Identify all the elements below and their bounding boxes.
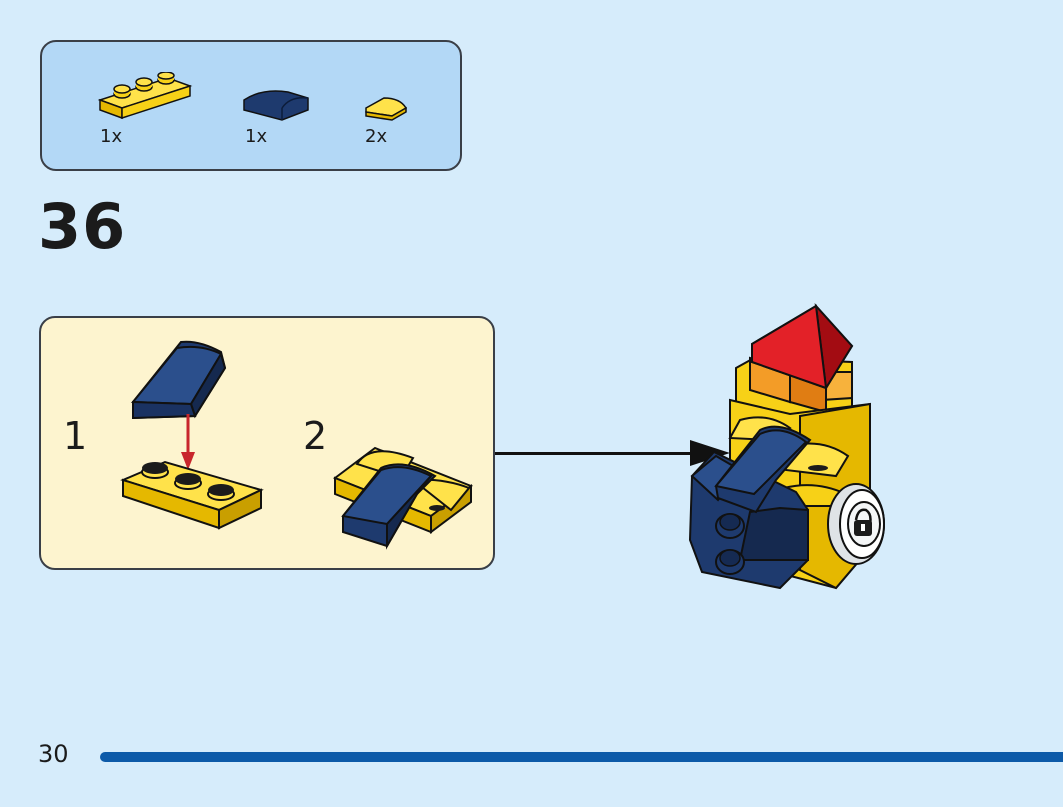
substep-2-illustration <box>41 318 497 576</box>
parts-list-box: 1x 1x 2x <box>40 40 462 171</box>
substep-number: 1 <box>63 414 88 458</box>
progress-bar <box>100 752 1063 762</box>
part-quantity: 1x <box>100 126 123 147</box>
callout-line <box>495 452 695 455</box>
yellow-quarter-round-tile-icon <box>362 94 410 122</box>
part-quantity: 2x <box>365 126 388 147</box>
step-number: 36 <box>38 190 127 263</box>
yellow-plate-1x3-icon <box>98 72 194 120</box>
progress-bar-fill <box>100 752 1063 762</box>
page-number: 30 <box>38 740 69 768</box>
subassembly-box: 1 2 <box>39 316 495 570</box>
substep-1-illustration <box>41 318 497 576</box>
part-quantity: 1x <box>245 126 268 147</box>
dark-blue-curved-slope-icon <box>242 88 314 124</box>
substep-number: 2 <box>303 414 328 458</box>
